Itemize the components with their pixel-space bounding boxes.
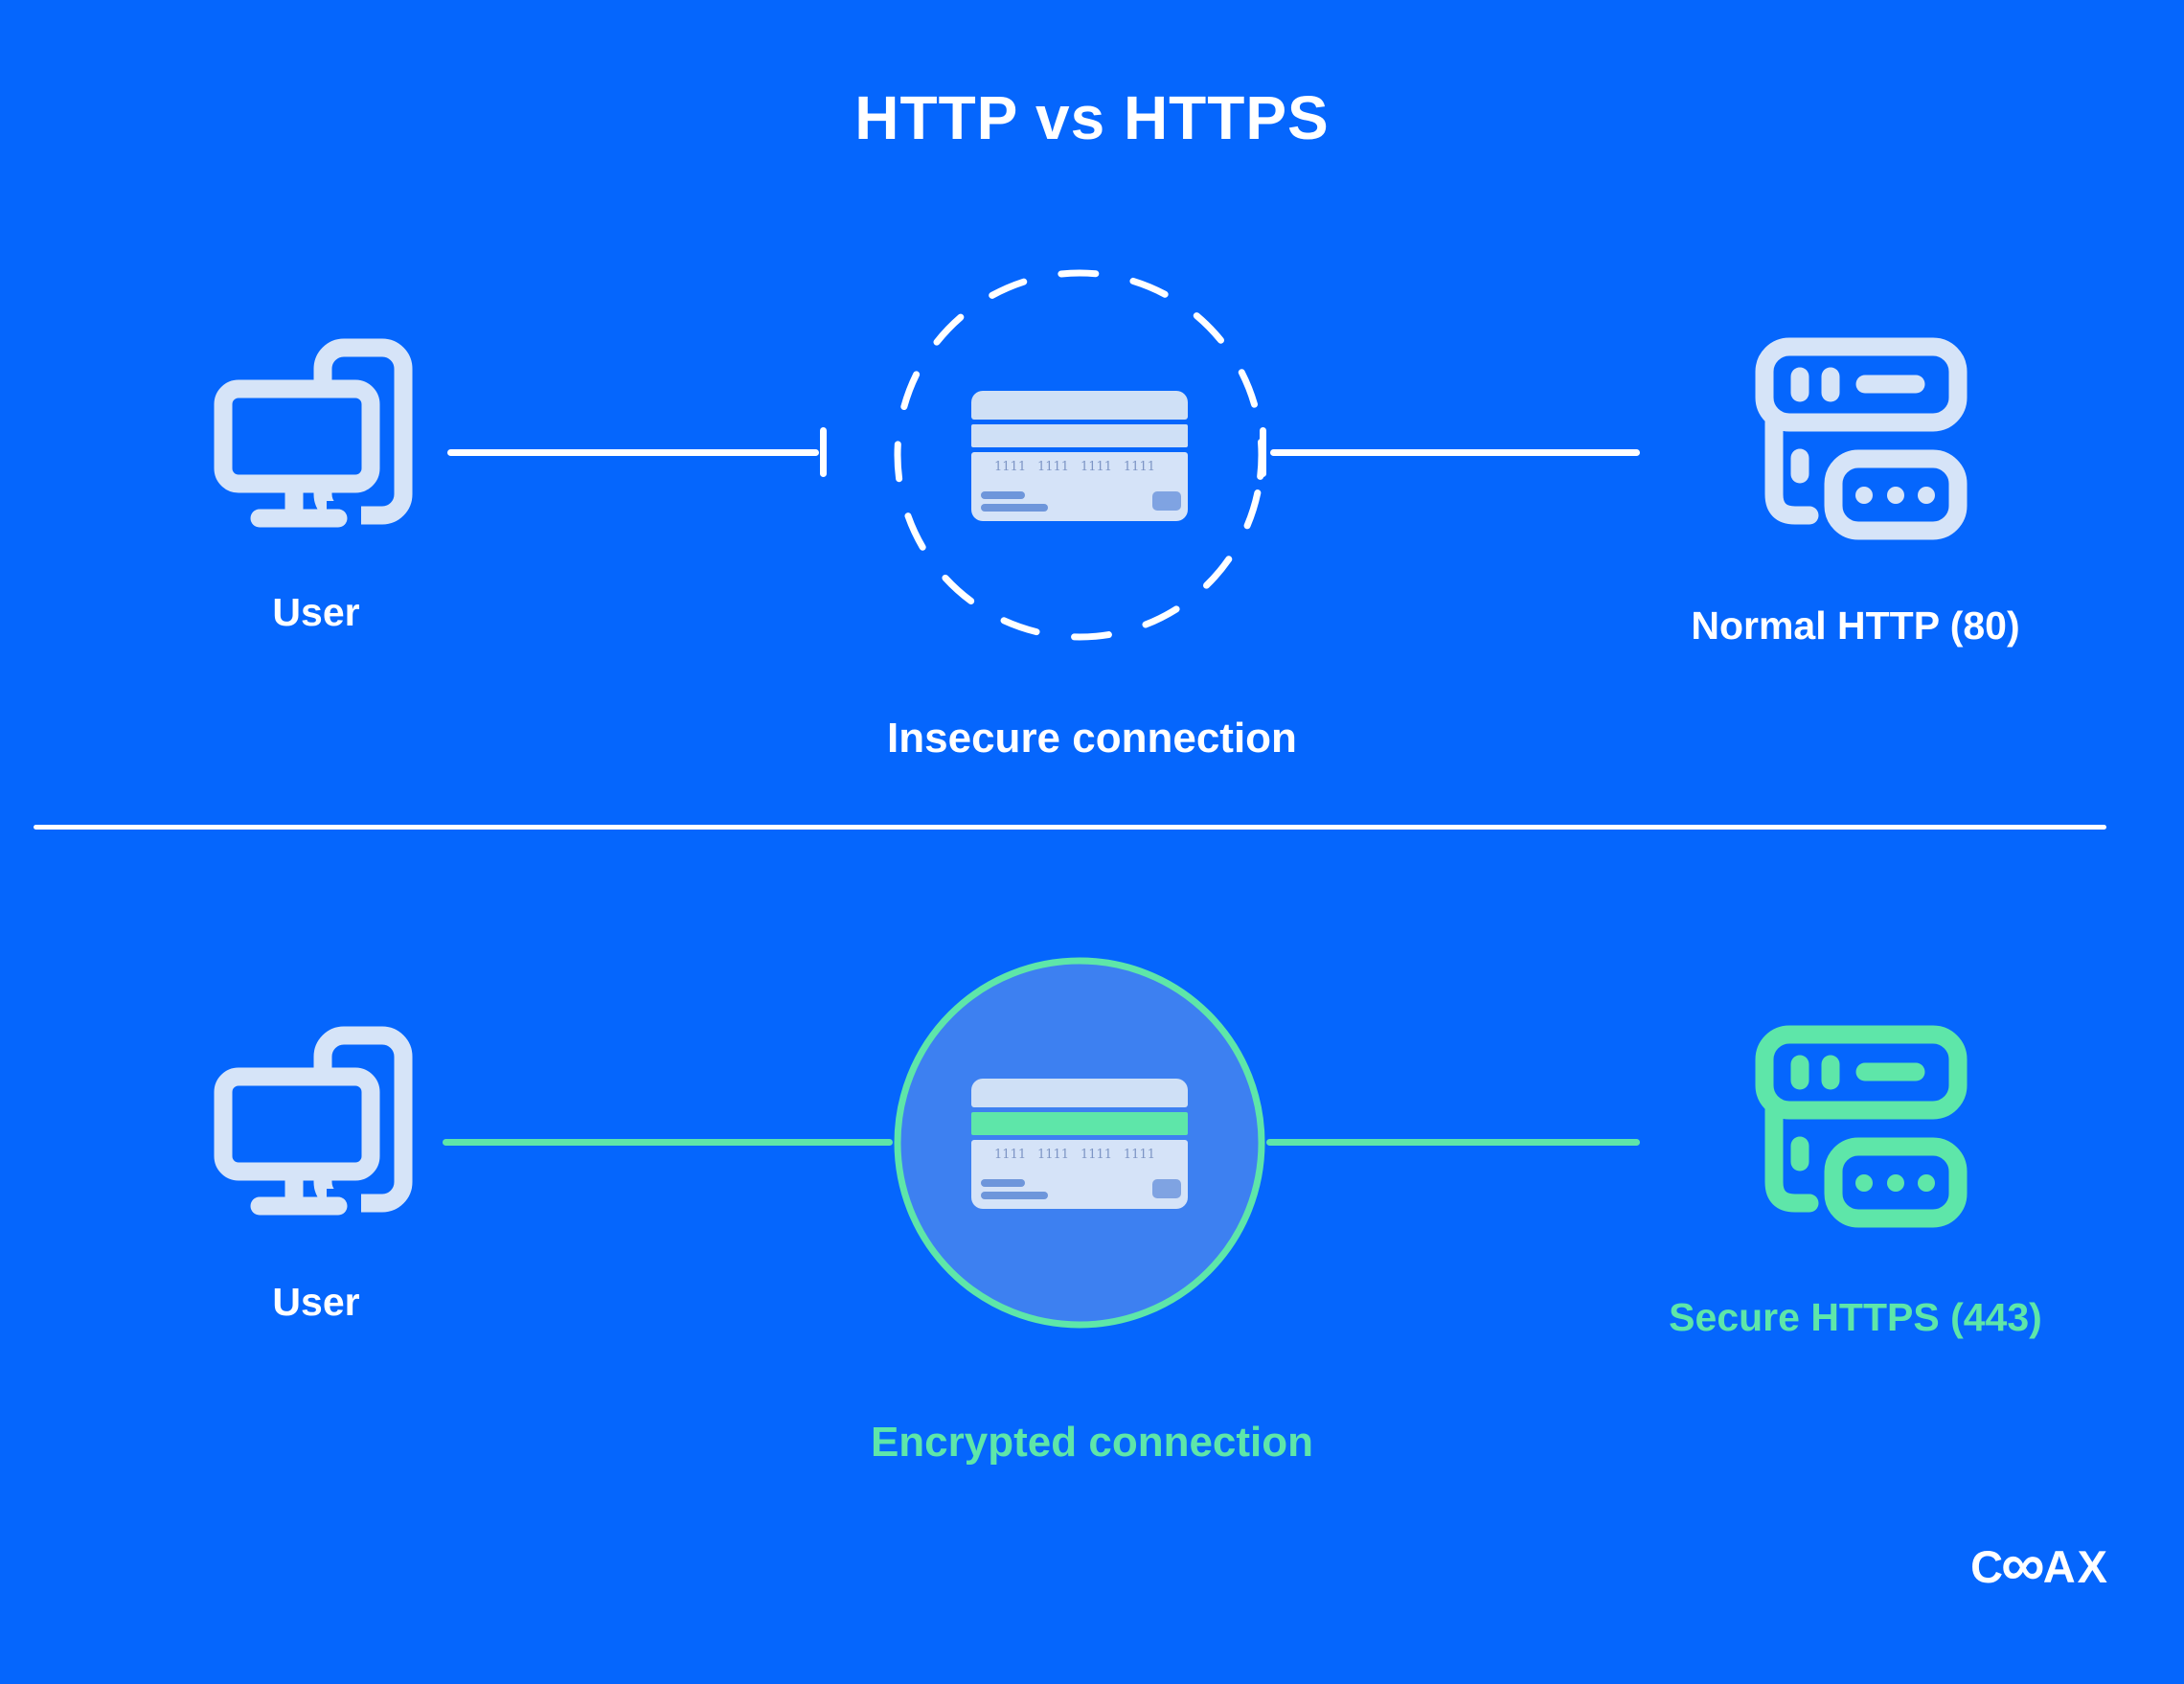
user-label: User <box>272 590 360 634</box>
connection-break-tick-left <box>820 427 827 477</box>
server-label-http: Normal HTTP (80) <box>1691 603 2020 648</box>
connection-line-right-secure <box>1266 1139 1640 1146</box>
card-name-bar <box>981 1179 1025 1187</box>
connection-line-right-insecure <box>1270 449 1640 456</box>
card-number-group: 1111 <box>1123 1148 1155 1162</box>
insecure-caption: Insecure connection <box>887 715 1297 762</box>
user-computer-icon <box>214 338 413 530</box>
card-name-bar <box>981 504 1048 512</box>
server-icon-https <box>1755 1025 1968 1228</box>
coax-logo-c: C <box>1970 1541 2006 1592</box>
coax-logo-ax: AX <box>2042 1541 2109 1592</box>
section-divider <box>34 825 2106 830</box>
insecure-dashed-circle <box>894 269 1265 641</box>
card-signature-chip <box>1152 491 1181 511</box>
card-signature-chip <box>1152 1179 1181 1198</box>
connection-line-left-secure <box>443 1139 893 1146</box>
card-number-group: 1111 <box>1036 1148 1070 1162</box>
coax-logo: C ∞ AX <box>1970 1529 2109 1599</box>
credit-card-magnetic-stripe <box>971 424 1188 447</box>
credit-card-top-band <box>971 1079 1188 1107</box>
credit-card-icon-secure: 1111 1111 1111 1111 <box>971 1079 1188 1209</box>
card-name-bar <box>981 1192 1048 1199</box>
connection-break-tick-right <box>1260 427 1266 477</box>
credit-card-top-band <box>971 391 1188 420</box>
credit-card-icon-insecure: 1111 1111 1111 1111 <box>971 391 1188 521</box>
card-number-group: 1111 <box>994 460 1027 474</box>
credit-card-body: 1111 1111 1111 1111 <box>971 1140 1188 1209</box>
credit-card-encrypted-stripe <box>971 1112 1188 1135</box>
card-name-bar <box>981 491 1025 499</box>
credit-card-body: 1111 1111 1111 1111 <box>971 452 1188 521</box>
card-number-group: 1111 <box>1080 1148 1113 1162</box>
user-label: User <box>272 1280 360 1324</box>
coax-logo-infinity-icon: ∞ <box>2001 1529 2047 1599</box>
server-label-https: Secure HTTPS (443) <box>1669 1295 2042 1339</box>
card-number-group: 1111 <box>1036 460 1070 474</box>
secure-caption: Encrypted connection <box>870 1419 1314 1466</box>
user-computer-icon <box>214 1026 413 1217</box>
card-number-group: 1111 <box>1080 460 1113 474</box>
credit-card-number: 1111 1111 1111 1111 <box>994 1148 1155 1162</box>
credit-card-number: 1111 1111 1111 1111 <box>994 460 1155 474</box>
card-number-group: 1111 <box>1123 460 1155 474</box>
card-number-group: 1111 <box>994 1148 1027 1162</box>
server-icon-http <box>1755 337 1968 540</box>
page-title: HTTP vs HTTPS <box>854 83 1330 152</box>
connection-line-left-insecure <box>447 449 819 456</box>
